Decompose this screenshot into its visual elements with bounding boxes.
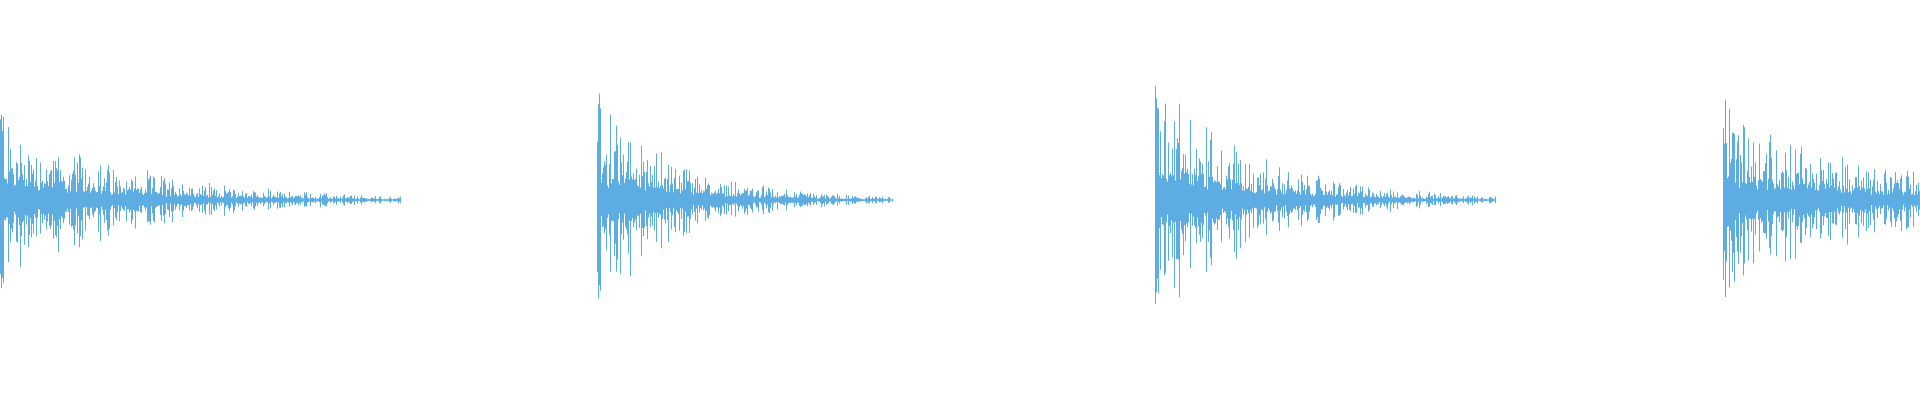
waveform-burst-1 [0, 114, 401, 289]
waveform-burst-2 [597, 93, 893, 299]
waveform-burst-4 [1723, 99, 1920, 297]
waveform-burst-3 [1155, 85, 1496, 304]
